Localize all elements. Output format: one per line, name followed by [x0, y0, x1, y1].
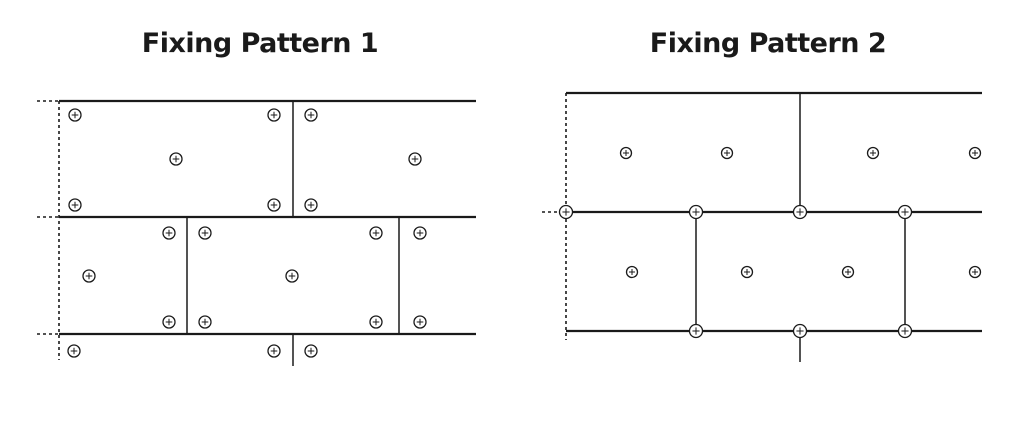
fixing-point: [285, 269, 299, 283]
fixing-point: [841, 265, 855, 279]
fixing-point: [67, 344, 81, 358]
fixing-point: [897, 323, 913, 339]
fixing-point: [792, 204, 808, 220]
fixing-point: [408, 152, 422, 166]
fixing-point: [198, 315, 212, 329]
fixing-point: [162, 226, 176, 240]
pattern-2-board-edges: [566, 91, 982, 362]
fixing-point: [162, 315, 176, 329]
fixing-point: [68, 198, 82, 212]
fixing-point: [897, 204, 913, 220]
fixing-point: [968, 146, 982, 160]
fixing-point: [82, 269, 96, 283]
pattern-2-title: Fixing Pattern 2: [649, 28, 887, 59]
fixing-point: [198, 226, 212, 240]
fixing-point: [304, 344, 318, 358]
pattern-2-diagram: [542, 91, 982, 362]
fixing-point: [625, 265, 639, 279]
pattern-1-fixings: [67, 108, 427, 358]
fixing-point: [68, 108, 82, 122]
pattern-1-dashed-edge: [37, 100, 60, 360]
pattern-1-board-edges: [59, 99, 476, 366]
fixing-point: [866, 146, 880, 160]
fixing-point: [267, 198, 281, 212]
pattern-2-fixings: [558, 146, 982, 339]
fixing-point: [968, 265, 982, 279]
fixing-point: [688, 204, 704, 220]
pattern-1-diagram: [37, 99, 476, 366]
fixing-point: [169, 152, 183, 166]
fixing-point: [740, 265, 754, 279]
fixing-point: [369, 226, 383, 240]
pattern-1-title: Fixing Pattern 1: [141, 28, 379, 59]
fixing-point: [720, 146, 734, 160]
fixing-point: [413, 315, 427, 329]
fixing-point: [558, 204, 574, 220]
fixing-point: [304, 198, 318, 212]
fixing-point: [369, 315, 383, 329]
fixing-point: [267, 344, 281, 358]
fixing-point: [792, 323, 808, 339]
fixing-point: [688, 323, 704, 339]
fixing-point: [619, 146, 633, 160]
fixing-point: [267, 108, 281, 122]
fixing-point: [304, 108, 318, 122]
fixing-point: [413, 226, 427, 240]
